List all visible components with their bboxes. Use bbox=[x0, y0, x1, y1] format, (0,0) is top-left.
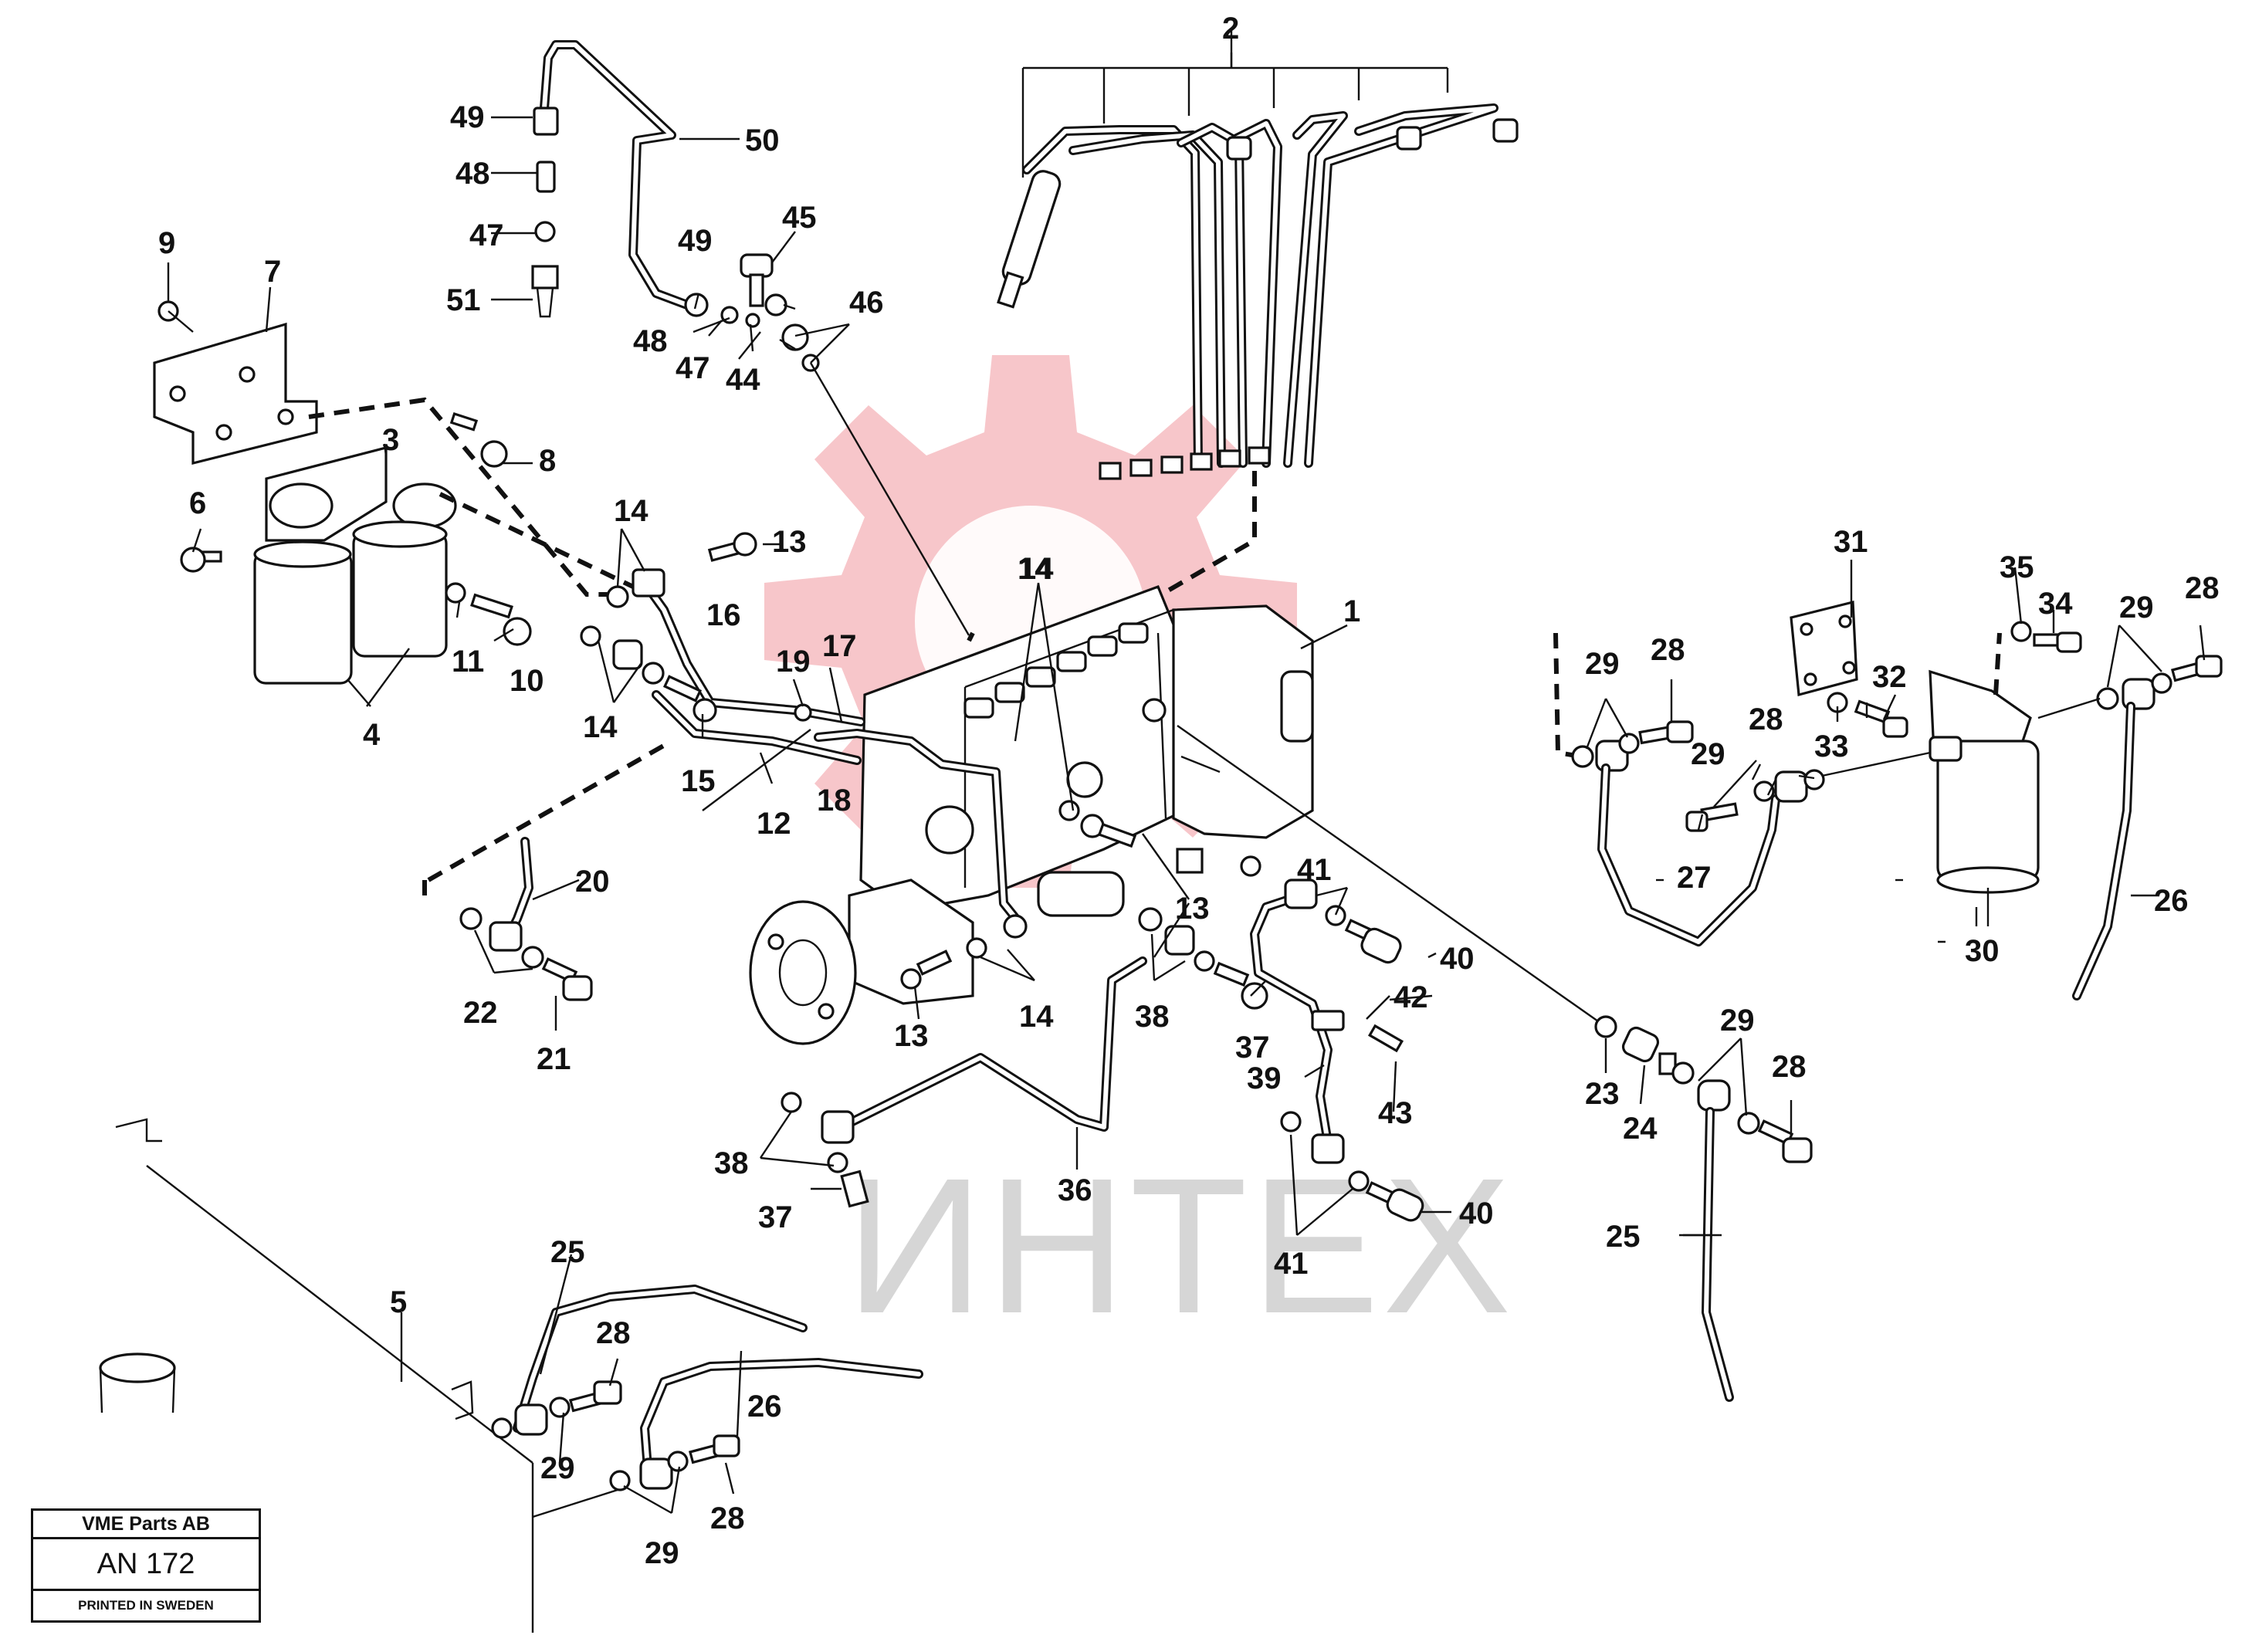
callout-6: 6 bbox=[189, 486, 206, 520]
callout-27: 27 bbox=[1677, 861, 1712, 895]
callout-28b: 28 bbox=[1749, 702, 1783, 736]
callout-48a: 48 bbox=[455, 157, 490, 191]
callout-46: 46 bbox=[849, 286, 884, 320]
callout-40b: 40 bbox=[1459, 1197, 1494, 1231]
callout-49a: 49 bbox=[450, 100, 485, 134]
callout-47b: 47 bbox=[676, 351, 710, 385]
callout-14a: 14 bbox=[614, 494, 649, 528]
printed-note: PRINTED IN SWEDEN bbox=[78, 1598, 214, 1613]
label-leaders bbox=[491, 116, 1221, 774]
callout-43: 43 bbox=[1378, 1096, 1413, 1130]
callout-15: 15 bbox=[681, 764, 716, 798]
callout-23: 23 bbox=[1585, 1077, 1620, 1111]
callout-28a: 28 bbox=[1651, 633, 1685, 667]
callout-3: 3 bbox=[382, 423, 399, 457]
callout-19: 19 bbox=[776, 645, 811, 679]
callout-32: 32 bbox=[1872, 660, 1907, 694]
callout-29e: 29 bbox=[540, 1451, 575, 1485]
callout-29d: 29 bbox=[1720, 1004, 1755, 1038]
callout-22: 22 bbox=[463, 996, 498, 1030]
callout-1: 1 bbox=[1343, 594, 1360, 628]
callout-51: 51 bbox=[446, 283, 481, 317]
callout-9: 9 bbox=[158, 226, 175, 260]
callout-5: 5 bbox=[390, 1285, 407, 1319]
callout-8: 8 bbox=[539, 444, 556, 478]
injector-pipes-assembly bbox=[997, 52, 1519, 612]
drawing-number: AN 172 bbox=[33, 1539, 259, 1591]
callout-41b: 41 bbox=[1274, 1247, 1309, 1281]
watermark-text: ИНТЕХ bbox=[845, 1138, 1514, 1353]
callout-34: 34 bbox=[2038, 587, 2073, 621]
callout-13b: 13 bbox=[1175, 892, 1210, 926]
callout-33: 33 bbox=[1814, 730, 1849, 763]
callout-14d: 14 bbox=[1019, 1000, 1054, 1034]
callout-18: 18 bbox=[817, 784, 852, 818]
callout-39: 39 bbox=[1247, 1061, 1282, 1095]
fuel-pipe-39 bbox=[1240, 855, 1424, 1222]
callout-24: 24 bbox=[1623, 1112, 1658, 1146]
fuel-pipe-36 bbox=[781, 729, 1268, 1208]
callout-36: 36 bbox=[1058, 1173, 1092, 1207]
callout-26a: 26 bbox=[2154, 884, 2189, 918]
callout-44: 44 bbox=[726, 363, 760, 397]
callout-28e: 28 bbox=[596, 1316, 631, 1350]
callout-38a: 38 bbox=[1135, 1000, 1170, 1034]
callout-42: 42 bbox=[1394, 980, 1428, 1014]
callout-28f: 28 bbox=[710, 1501, 745, 1535]
callout-35: 35 bbox=[2000, 550, 2034, 584]
callout-29a: 29 bbox=[1585, 647, 1620, 681]
fuel-hose-25-right bbox=[1177, 725, 1813, 1402]
callout-49b: 49 bbox=[678, 224, 713, 258]
callout-41a: 41 bbox=[1297, 853, 1332, 887]
callout-13c: 13 bbox=[894, 1019, 929, 1053]
company-name: VME Parts AB bbox=[33, 1511, 259, 1539]
callout-25b: 25 bbox=[550, 1235, 585, 1269]
callout-28c: 28 bbox=[2185, 571, 2220, 605]
callout-7: 7 bbox=[264, 255, 281, 289]
callout-30: 30 bbox=[1965, 934, 2000, 968]
callout-4: 4 bbox=[363, 718, 381, 752]
callout-14c: 14 bbox=[583, 710, 618, 744]
callout-29c: 29 bbox=[2119, 591, 2154, 625]
callout-21: 21 bbox=[537, 1042, 571, 1076]
pipe-union-nuts bbox=[1099, 446, 1271, 480]
callout-45: 45 bbox=[782, 201, 817, 235]
callout-47a: 47 bbox=[469, 218, 504, 252]
callout-50: 50 bbox=[745, 124, 780, 157]
fuel-tank-5 bbox=[99, 1118, 923, 1633]
callout-17: 17 bbox=[822, 629, 857, 663]
water-separator-30 bbox=[1553, 600, 2223, 1000]
fuel-pipe-20 bbox=[422, 837, 593, 1001]
title-block: VME Parts AB AN 172 PRINTED IN SWEDEN bbox=[31, 1508, 261, 1623]
callout-38b: 38 bbox=[714, 1146, 749, 1180]
callout-48b: 48 bbox=[633, 324, 668, 358]
callout-29b: 29 bbox=[1691, 737, 1725, 771]
callout-20: 20 bbox=[575, 865, 610, 899]
callout-37a: 37 bbox=[1235, 1031, 1270, 1065]
callout-28d: 28 bbox=[1772, 1050, 1807, 1084]
callout-14e: 14 bbox=[1018, 552, 1052, 586]
callout-labels: 1 2 3 4 5 6 7 8 9 10 11 12 13 13 13 14 1… bbox=[158, 12, 2220, 1570]
callout-40a: 40 bbox=[1440, 942, 1475, 976]
callout-26b: 26 bbox=[747, 1390, 782, 1423]
callout-2: 2 bbox=[1222, 12, 1239, 46]
callout-13a: 13 bbox=[772, 525, 807, 559]
fuel-filter-assembly bbox=[153, 300, 635, 685]
callout-25a: 25 bbox=[1606, 1220, 1641, 1254]
callout-29f: 29 bbox=[645, 1536, 679, 1570]
callout-31: 31 bbox=[1834, 525, 1868, 559]
callout-11: 11 bbox=[452, 645, 484, 679]
return-line-50 bbox=[531, 40, 975, 642]
callout-14b: 14 bbox=[1019, 552, 1054, 586]
leader-lines bbox=[167, 31, 2206, 1515]
callout-10: 10 bbox=[510, 664, 544, 698]
callout-16: 16 bbox=[706, 598, 741, 632]
fuel-pipes-16-12 bbox=[427, 532, 865, 882]
callout-12: 12 bbox=[757, 807, 791, 841]
callout-37b: 37 bbox=[758, 1200, 793, 1234]
